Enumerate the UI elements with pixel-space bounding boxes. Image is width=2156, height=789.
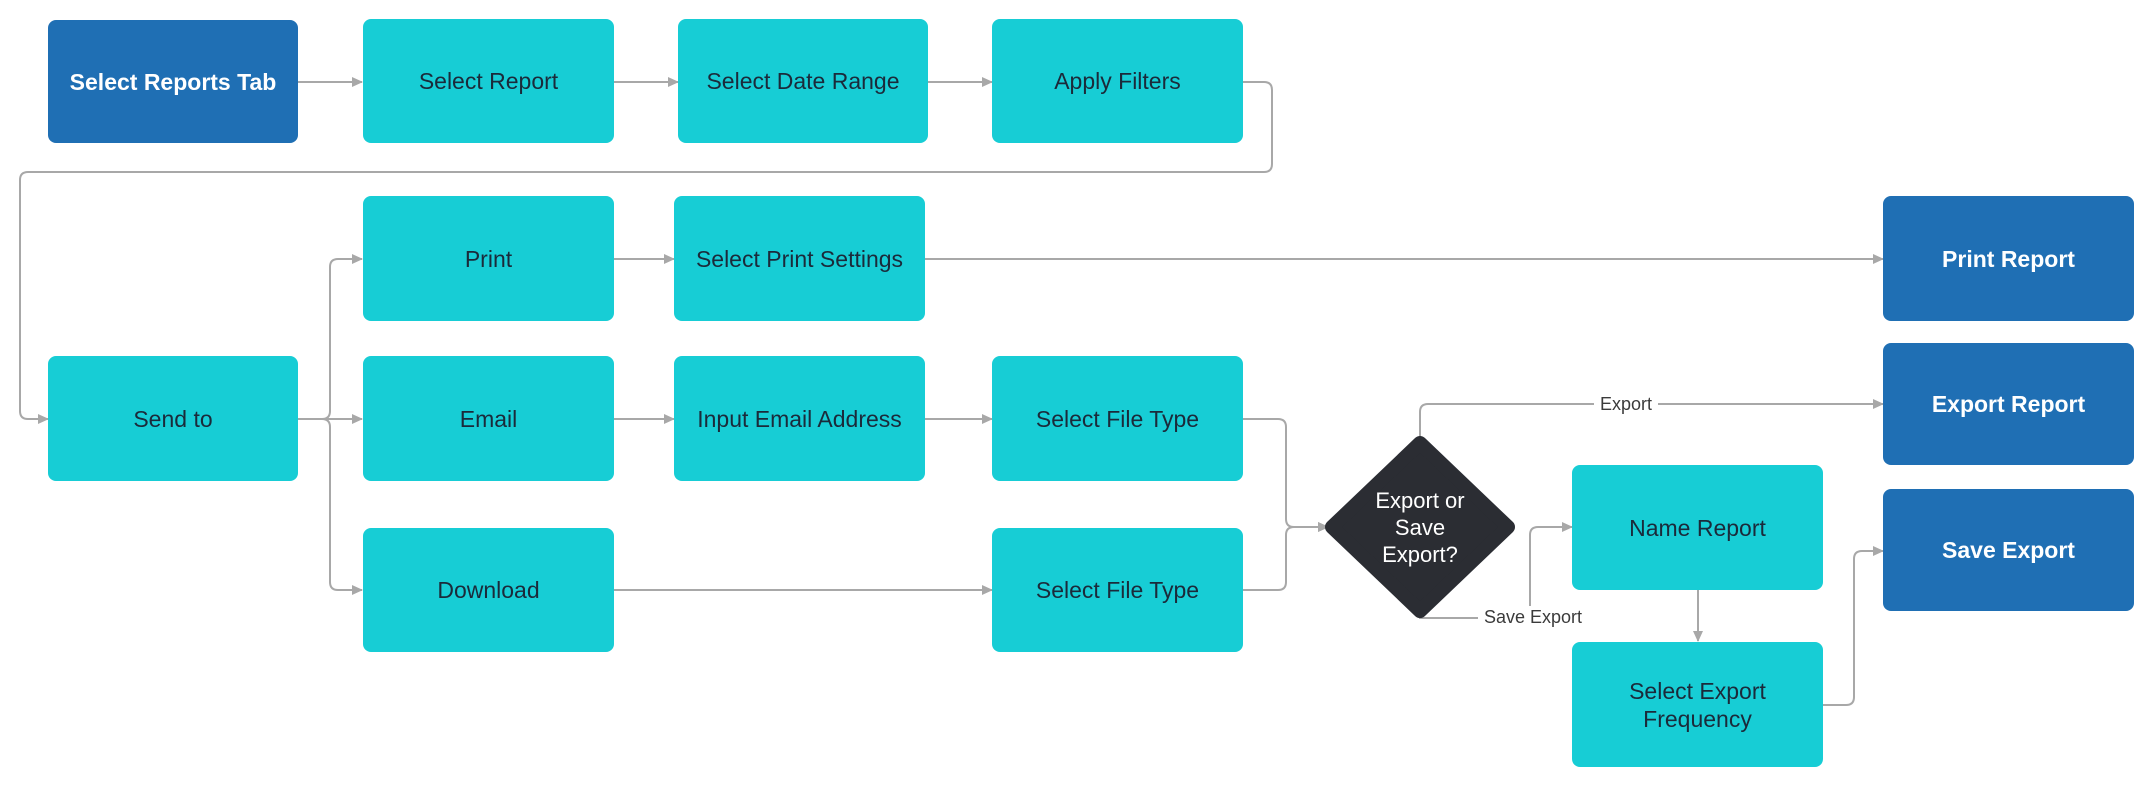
edge-sendto-to-print [298, 254, 363, 420]
node-select-report: Select Report [363, 19, 614, 143]
node-export-report: Export Report [1883, 343, 2134, 465]
node-input-email-address: Input Email Address [674, 356, 925, 481]
edge-label-save-export: Save Export [1478, 606, 1589, 628]
edge-filetype-email-to-decision [1243, 418, 1329, 532]
edge-decision-export [1419, 399, 1884, 443]
edge-label-export: Export [1594, 393, 1659, 415]
node-email: Email [363, 356, 614, 481]
edge-decision-save-export [1419, 522, 1573, 619]
node-print: Print [363, 196, 614, 321]
node-name-report: Name Report [1572, 465, 1823, 590]
decision-diamond [1325, 436, 1515, 618]
node-save-export: Save Export [1883, 489, 2134, 611]
node-apply-filters: Apply Filters [992, 19, 1243, 143]
node-send-to: Send to [48, 356, 298, 481]
edge-sendto-to-download [298, 418, 363, 595]
edge-filetype-download-to-decision [1243, 522, 1329, 591]
node-select-reports-tab: Select Reports Tab [48, 20, 298, 143]
node-select-file-type-email: Select File Type [992, 356, 1243, 481]
edge-frequency-to-save [1823, 546, 1884, 706]
node-select-print-settings: Select Print Settings [674, 196, 925, 321]
node-select-date-range: Select Date Range [678, 19, 928, 143]
decision-label: Export or Save Export? [1375, 487, 1465, 567]
edge-filters-to-sendto [19, 81, 1273, 424]
node-print-report: Print Report [1883, 196, 2134, 321]
node-select-file-type-download: Select File Type [992, 528, 1243, 652]
node-select-export-frequency: Select Export Frequency [1572, 642, 1823, 767]
node-download: Download [363, 528, 614, 652]
